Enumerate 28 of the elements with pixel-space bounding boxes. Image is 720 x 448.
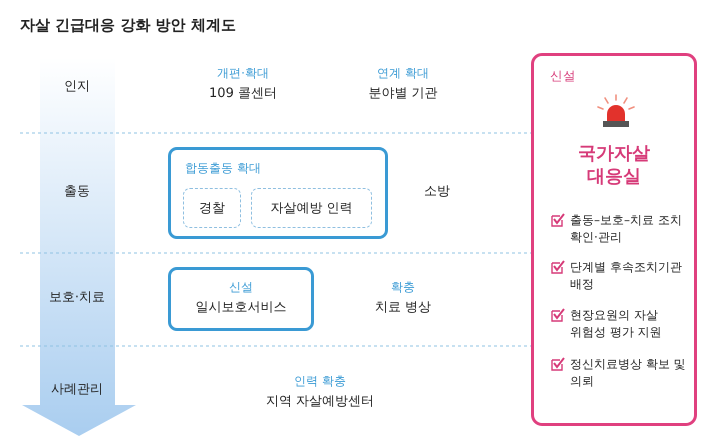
item-label: 소방 (424, 184, 450, 200)
item-label: 치료 병상 (374, 300, 432, 316)
title: 자살 긴급대응 강화 방안 체계도 (20, 16, 236, 35)
checklist-item: 출동–보호–치료 조치 확인·관리 (570, 212, 683, 246)
dashed-box: 자살예방 인력 (251, 188, 372, 228)
stage-label: 출동 (64, 184, 90, 200)
rounded-box (168, 147, 388, 239)
item-label: 분야별 기관 (368, 86, 438, 102)
category-tag: 신설 (229, 280, 253, 294)
category-tag: 연계 확대 (377, 66, 429, 80)
category-tag: 확충 (391, 280, 415, 294)
checklist-item: 현장요원의 자살 위험성 평가 지원 (570, 307, 663, 342)
box-heading: 합동출동 확대 (185, 160, 261, 177)
stage-label: 인지 (64, 79, 90, 95)
rounded-box (168, 267, 314, 331)
item-label: 지역 자살예방센터 (266, 394, 374, 410)
stage-label: 사례관리 (51, 382, 103, 398)
checklist-item: 단계별 후속조치기관 배정 (570, 259, 683, 294)
panel-heading: 국가자살 대응실 (577, 142, 651, 189)
category-tag: 인력 확충 (294, 374, 346, 388)
stage-label: 보호·치료 (48, 290, 106, 306)
dashed-box: 경찰 (183, 188, 241, 228)
checklist-item: 정신치료병상 확보 및 의뢰 (570, 356, 687, 390)
info-panel (531, 53, 697, 426)
category-tag: 개편·확대 (217, 66, 269, 80)
item-label: 일시보호서비스 (196, 300, 286, 316)
item-label: 109 콜센터 (209, 86, 277, 102)
category-tag: 신설 (550, 68, 576, 85)
